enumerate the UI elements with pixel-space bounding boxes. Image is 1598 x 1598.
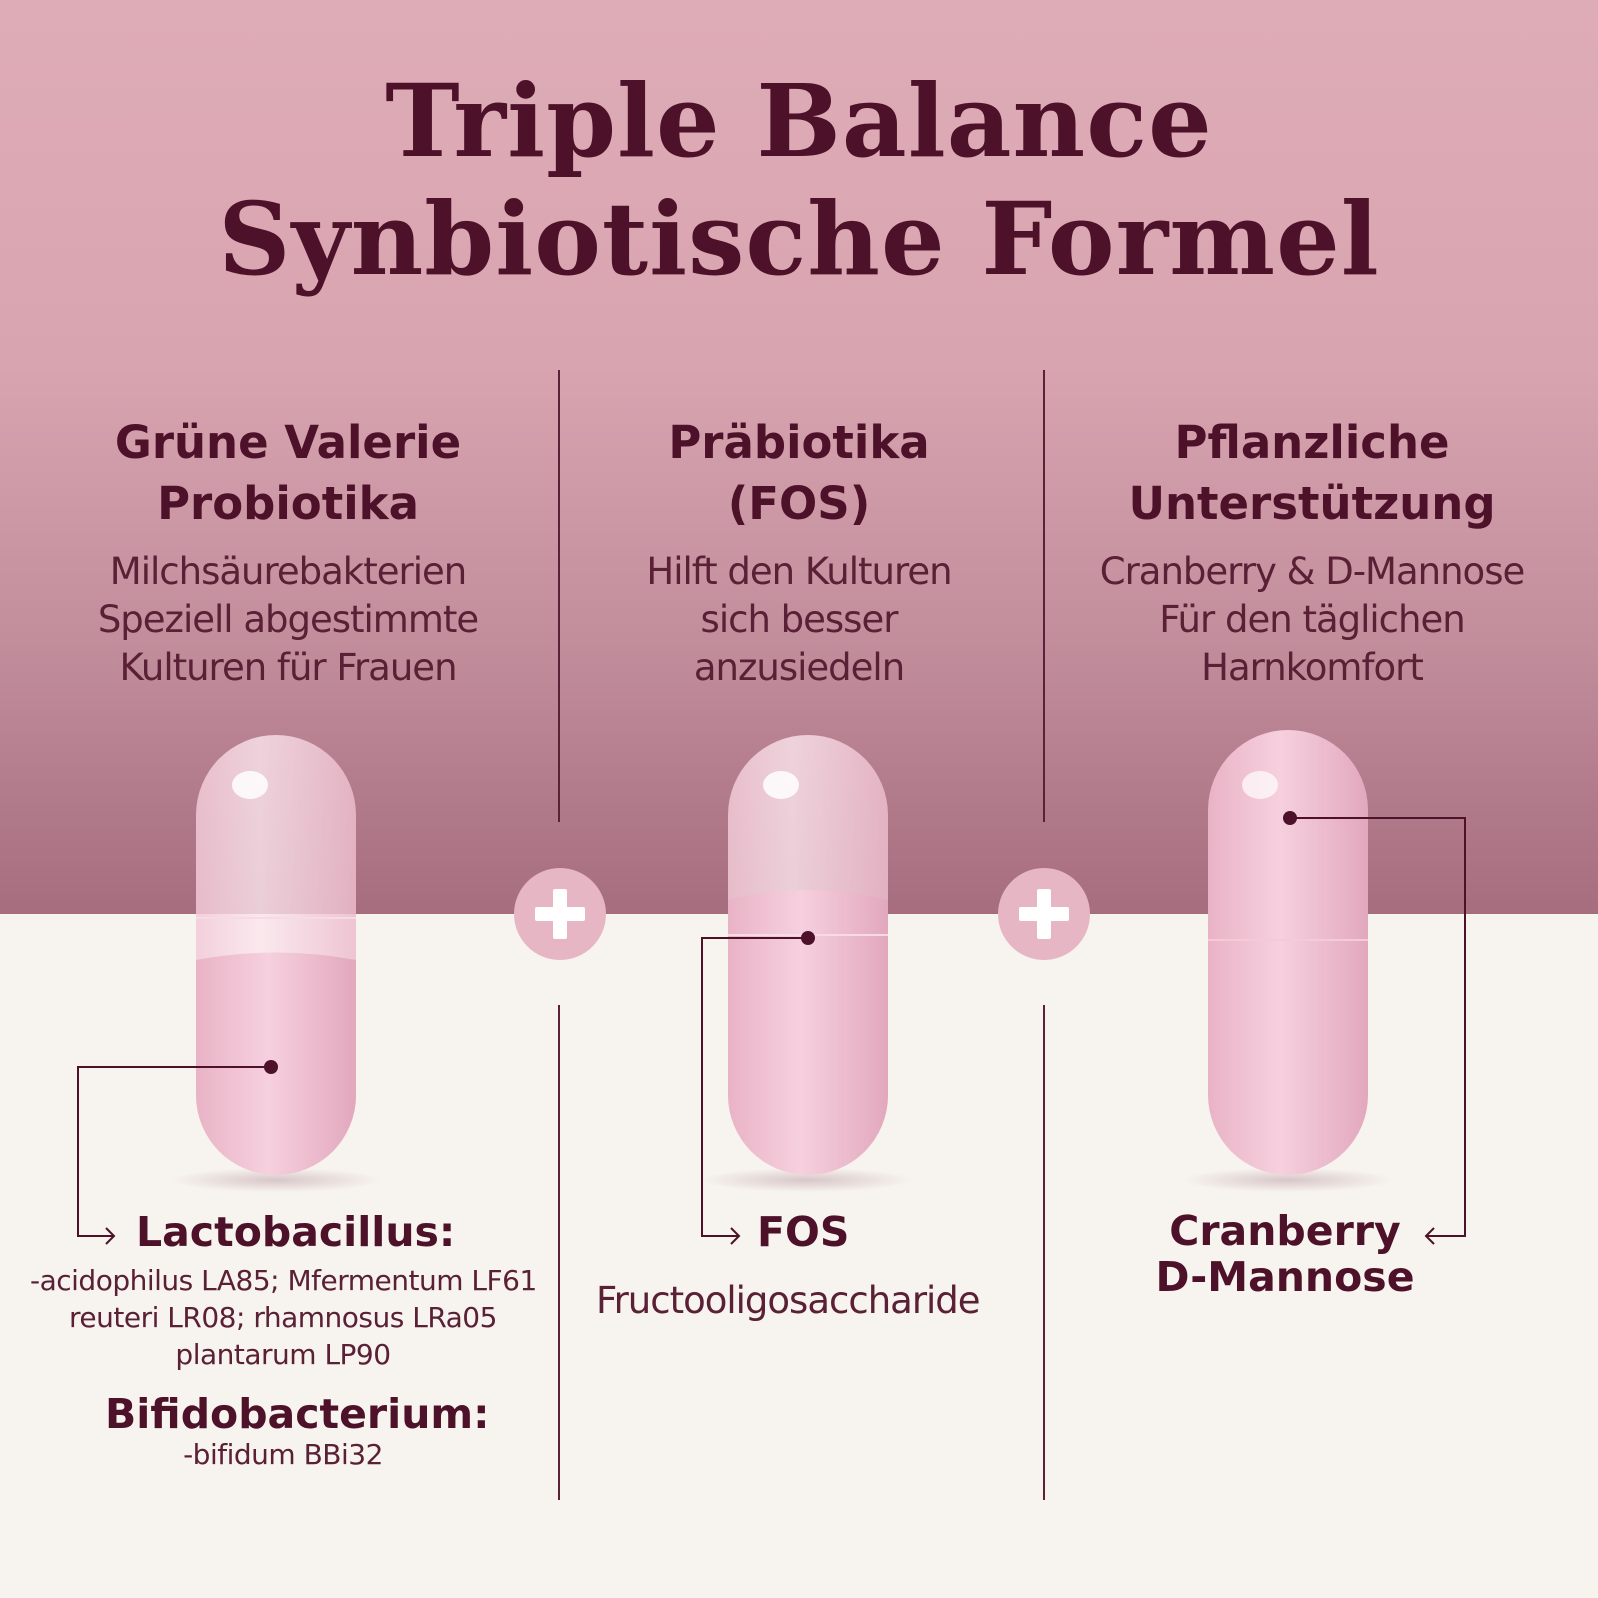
title-line-2: Synbiotische Formel — [218, 180, 1380, 298]
connector-line-probiotics — [77, 1066, 271, 1237]
lactobacillus-strains-line-1: -acidophilus LA85; Mfermentum LF61 — [30, 1264, 537, 1297]
plus-icon — [998, 868, 1090, 960]
column-description-line-3: anzusiedeln — [693, 646, 905, 689]
column-description-line-2: Speziell abgestimmte — [97, 598, 479, 641]
capsule-shadow — [702, 1168, 912, 1192]
capsule-prebiotics — [728, 735, 888, 1175]
bifidobacterium-strain: -bifidum BBi32 — [183, 1438, 383, 1471]
column-description-line-3: Kulturen für Frauen — [119, 646, 457, 689]
column-heading-line-2: (FOS) — [727, 477, 871, 530]
column-heading: Präbiotika (FOS) — [562, 412, 1036, 534]
title-line-1: Triple Balance — [385, 62, 1213, 180]
column-description: Cranberry & D-Mannose Für den täglichen … — [1050, 548, 1574, 692]
cranberry-label-line-2: D-Mannose — [1155, 1253, 1415, 1301]
fos-title: FOS — [757, 1208, 850, 1256]
column-description-line-1: Cranberry & D-Mannose — [1099, 550, 1525, 593]
capsule-shadow — [1183, 1168, 1393, 1192]
column-description-line-2: sich besser — [700, 598, 899, 641]
arrow-left-icon — [1424, 1227, 1435, 1245]
divider-2-bottom — [1043, 1005, 1045, 1500]
column-description-line-3: Harnkomfort — [1201, 646, 1424, 689]
column-description: Hilft den Kulturen sich besser anzusiede… — [562, 548, 1036, 692]
column-heading: Pflanzliche Unterstützung — [1050, 412, 1574, 534]
cranberry-label-line-1: Cranberry — [1169, 1207, 1401, 1255]
column-prebiotics: Präbiotika (FOS) Hilft den Kulturen sich… — [562, 412, 1036, 692]
column-description-line-1: Milchsäurebakterien — [109, 550, 467, 593]
divider-1-top — [558, 370, 560, 822]
arrow-right-icon — [730, 1227, 741, 1245]
cranberry-label: Cranberry D-Mannose — [1140, 1208, 1430, 1300]
column-heading: Grüne Valerie Probiotika — [40, 412, 536, 534]
lactobacillus-strains-line-2: reuteri LR08; rhamnosus LRa05 — [69, 1301, 497, 1334]
connector-line-prebiotics — [701, 937, 808, 1237]
lactobacillus-strains-line-3: plantarum LP90 — [175, 1338, 391, 1371]
connector-line-plant-support — [1290, 817, 1466, 1237]
column-heading-line-1: Grüne Valerie — [114, 416, 462, 469]
fos-description: Fructooligosaccharide — [596, 1279, 981, 1322]
capsule-shadow — [171, 1168, 381, 1192]
column-heading-line-1: Pflanzliche — [1174, 416, 1450, 469]
column-heading-line-1: Präbiotika — [668, 416, 930, 469]
capsule-plant-support — [1208, 730, 1368, 1175]
lactobacillus-strains: -acidophilus LA85; Mfermentum LF61 reute… — [30, 1262, 537, 1373]
column-plant-support: Pflanzliche Unterstützung Cranberry & D-… — [1050, 412, 1574, 692]
column-heading-line-2: Probiotika — [157, 477, 419, 530]
column-heading-line-2: Unterstützung — [1128, 477, 1496, 530]
bifidobacterium-title: Bifidobacterium: — [105, 1390, 490, 1438]
divider-2-top — [1043, 370, 1045, 822]
lactobacillus-title: Lactobacillus: — [136, 1208, 456, 1256]
plus-icon — [514, 868, 606, 960]
column-description: Milchsäurebakterien Speziell abgestimmte… — [40, 548, 536, 692]
column-probiotics: Grüne Valerie Probiotika Milchsäurebakte… — [40, 412, 536, 692]
divider-1-bottom — [558, 1005, 560, 1500]
arrow-right-icon — [105, 1227, 116, 1245]
column-description-line-1: Hilft den Kulturen — [646, 550, 952, 593]
column-description-line-2: Für den täglichen — [1159, 598, 1465, 641]
page-title: Triple Balance Synbiotische Formel — [0, 62, 1598, 298]
capsule-probiotics — [196, 735, 356, 1175]
